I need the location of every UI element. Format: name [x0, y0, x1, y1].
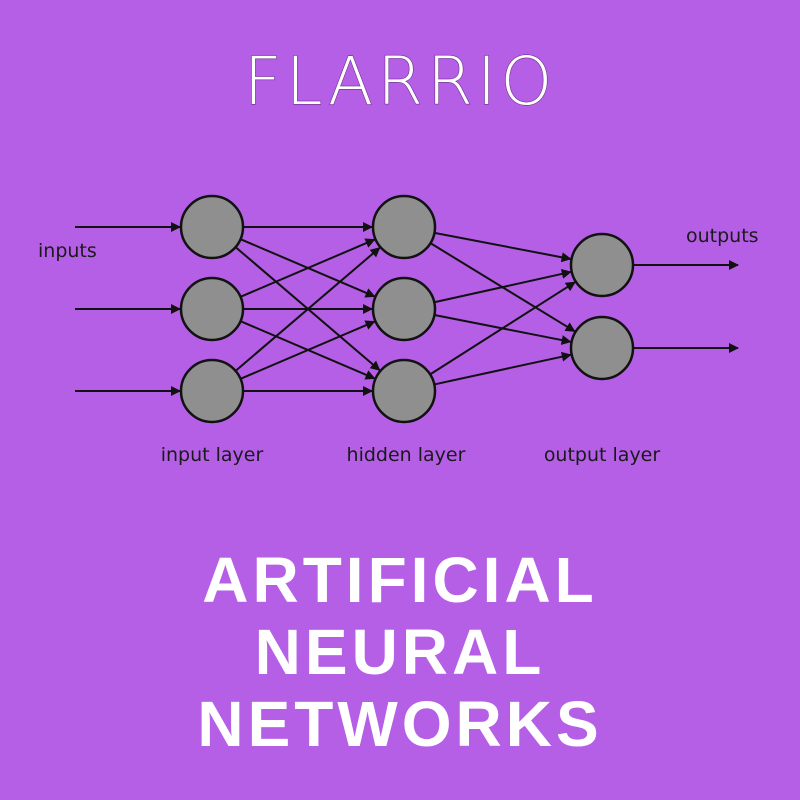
input-node-2 [179, 276, 245, 342]
edge-input-2-to-hidden-1 [240, 238, 376, 298]
network-nodes [179, 194, 635, 424]
output-node-2 [569, 315, 635, 381]
edge-hidden-1-to-output-1 [434, 231, 572, 263]
headline-line-1: ARTIFICIAL [202, 544, 598, 616]
headline-line-3: NETWORKS [197, 688, 603, 760]
edge-input-3-to-hidden-1 [234, 247, 381, 372]
inputs-label: inputs [38, 240, 97, 262]
brand-logo-text: FLARRIO [244, 43, 557, 120]
connection-arrows [75, 222, 739, 396]
input-layer-label: input layer [161, 444, 264, 466]
hidden-node-3 [371, 358, 437, 424]
hidden-node-1 [371, 194, 437, 260]
outputs-label: outputs [686, 225, 759, 247]
headline-line-2: NEURAL [254, 616, 546, 688]
hidden-node-2 [371, 276, 437, 342]
hidden-layer-label: hidden layer [347, 444, 466, 466]
input-node-3 [179, 358, 245, 424]
edge-input-3-to-hidden-2 [240, 320, 376, 380]
output-node-1 [569, 232, 635, 298]
output-layer-label: output layer [544, 444, 661, 466]
edge-hidden-3-to-output-1 [429, 281, 576, 376]
edge-hidden-3-to-output-2 [434, 351, 572, 386]
input-node-1 [179, 194, 245, 260]
edge-hidden-2-to-output-1 [434, 269, 572, 304]
